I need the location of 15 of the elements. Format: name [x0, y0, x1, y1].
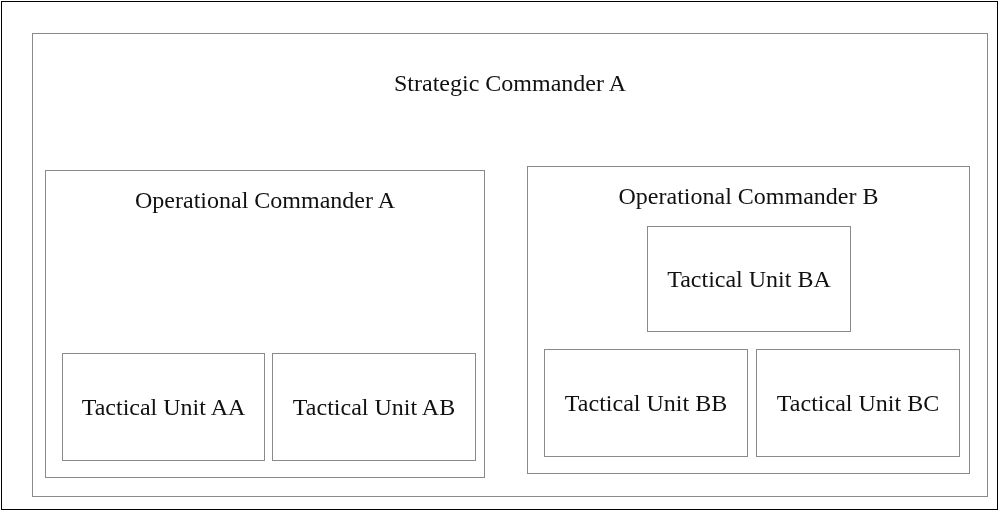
- unit-box: [544, 349, 748, 457]
- group-title: Operational Commander A: [135, 187, 395, 214]
- unit-box: [62, 353, 265, 461]
- unit-label: Tactical Unit BB: [564, 389, 728, 417]
- unit-label: Tactical Unit AA: [81, 393, 246, 421]
- unit-box: [756, 349, 960, 457]
- group-box: [527, 166, 970, 474]
- group-title: Operational Commander B: [618, 183, 879, 210]
- unit-label: Tactical Unit BA: [667, 265, 831, 293]
- unit-label: Tactical Unit AB: [292, 393, 456, 421]
- unit-box: [647, 226, 851, 332]
- unit-label: Tactical Unit BC: [776, 389, 940, 417]
- group-title: Strategic Commander A: [394, 70, 626, 97]
- unit-box: [272, 353, 476, 461]
- group-box: [45, 170, 485, 478]
